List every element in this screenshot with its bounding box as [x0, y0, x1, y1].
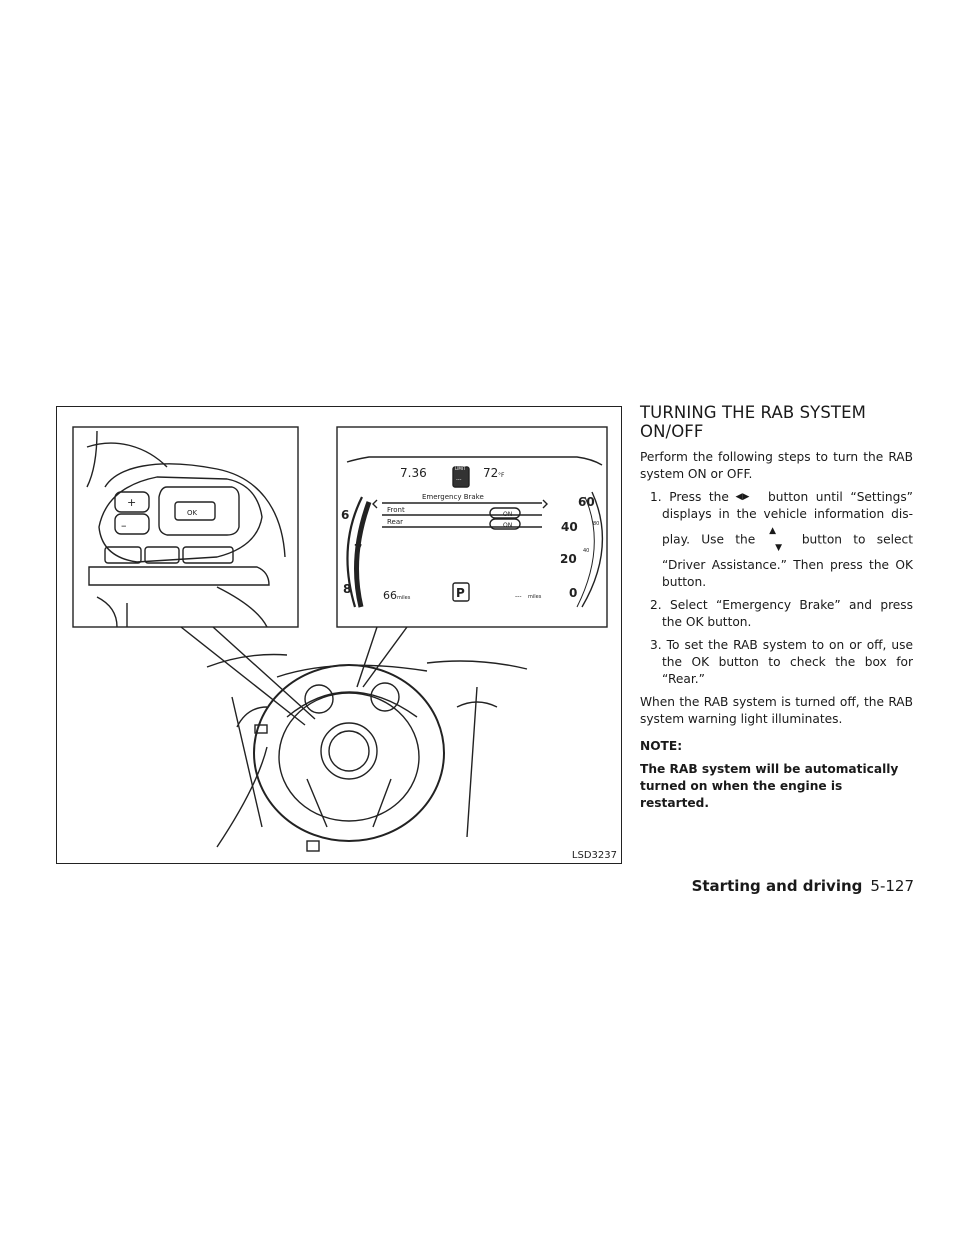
display-limit-value: --- — [456, 477, 462, 483]
display-menu-title: Emergency Brake — [422, 493, 484, 501]
wheel-minus-label: – — [121, 519, 127, 532]
steering-wheel-illustration: 7.36 LIMIT --- 72 °F Emergency Brake Fro… — [72, 426, 608, 852]
display-row-front-label: Front — [387, 506, 405, 514]
display-fuel-value: --- — [515, 593, 522, 600]
section-title-line2: ON/OFF — [640, 422, 704, 441]
display-row-front-state: ON — [503, 511, 512, 518]
step-2-text: Select “Emergency Brake” and press the O… — [662, 598, 914, 629]
speed-number-0: 0 — [569, 586, 577, 600]
display-row-rear-state: ON — [503, 522, 512, 529]
display-row-rear-label: Rear — [387, 518, 403, 526]
tach-number-7: 7 — [354, 542, 362, 556]
footer-section-name: Starting and driving — [691, 877, 863, 895]
display-limit-label: LIMIT — [455, 466, 466, 471]
step-1: 1. Press the ◀▶ button until “Settings” … — [640, 489, 913, 591]
step-3: 3. To set the RAB system to on or off, u… — [640, 637, 913, 688]
speed-number-20: 20 — [560, 552, 577, 566]
step-1-post2: button to select “Driver Assistance.” Th… — [662, 532, 913, 590]
note-heading: NOTE: — [640, 739, 683, 753]
section-title-line1: TURNING THE RAB SYSTEM — [640, 403, 866, 422]
speed-small-80: 80 — [593, 521, 599, 527]
step-1-post: button until “Settings” displays in the … — [662, 490, 913, 547]
wheel-plus-label: + — [127, 496, 136, 509]
section-title: TURNING THE RAB SYSTEM ON/OFF — [640, 403, 913, 441]
step-3-number: 3. — [650, 638, 662, 652]
outro-paragraph: When the RAB system is turned off, the R… — [640, 695, 913, 726]
illustration-figure: 7.36 LIMIT --- 72 °F Emergency Brake Fro… — [56, 406, 622, 864]
step-2: 2. Select “Emergency Brake” and press th… — [640, 597, 913, 631]
tach-number-8: 8 — [343, 582, 351, 596]
page-footer: Starting and driving 5-127 — [692, 877, 914, 895]
tach-number-6: 6 — [341, 508, 349, 522]
intro-paragraph: Perform the following steps to turn the … — [640, 450, 913, 481]
step-1-pre: Press the — [669, 490, 729, 504]
callout-line-controls — [180, 626, 306, 726]
speed-number-60: 60 — [578, 495, 595, 509]
footer-page-number: 5-127 — [870, 877, 914, 895]
wheel-ok-label: OK — [187, 509, 198, 517]
speed-number-40: 40 — [561, 520, 578, 534]
speed-small-40: 40 — [583, 548, 589, 554]
note-body: The RAB system will be automatically tur… — [640, 762, 899, 810]
display-gear: P — [456, 586, 465, 600]
steps-list: 1. Press the ◀▶ button until “Settings” … — [640, 489, 913, 688]
switch-inset-frame — [72, 426, 299, 628]
text-column: TURNING THE RAB SYSTEM ON/OFF Perform th… — [640, 403, 913, 812]
display-range-unit: miles — [397, 595, 411, 601]
left-right-arrows-icon: ◀▶ — [735, 492, 750, 502]
display-fuel-unit: miles — [528, 594, 542, 600]
step-2-number: 2. — [650, 598, 662, 612]
display-temp-unit: °F — [498, 472, 505, 479]
display-range: 66 — [383, 589, 397, 602]
display-time: 7.36 — [400, 466, 427, 480]
display-temp: 72 — [483, 466, 498, 480]
step-1-number: 1. — [650, 490, 662, 504]
step-3-text: To set the RAB system to on or off, use … — [662, 638, 913, 686]
figure-id: LSD3237 — [571, 850, 617, 861]
callout-line-display — [356, 626, 378, 688]
up-down-arrows-icon: ▲▼ — [769, 526, 782, 553]
